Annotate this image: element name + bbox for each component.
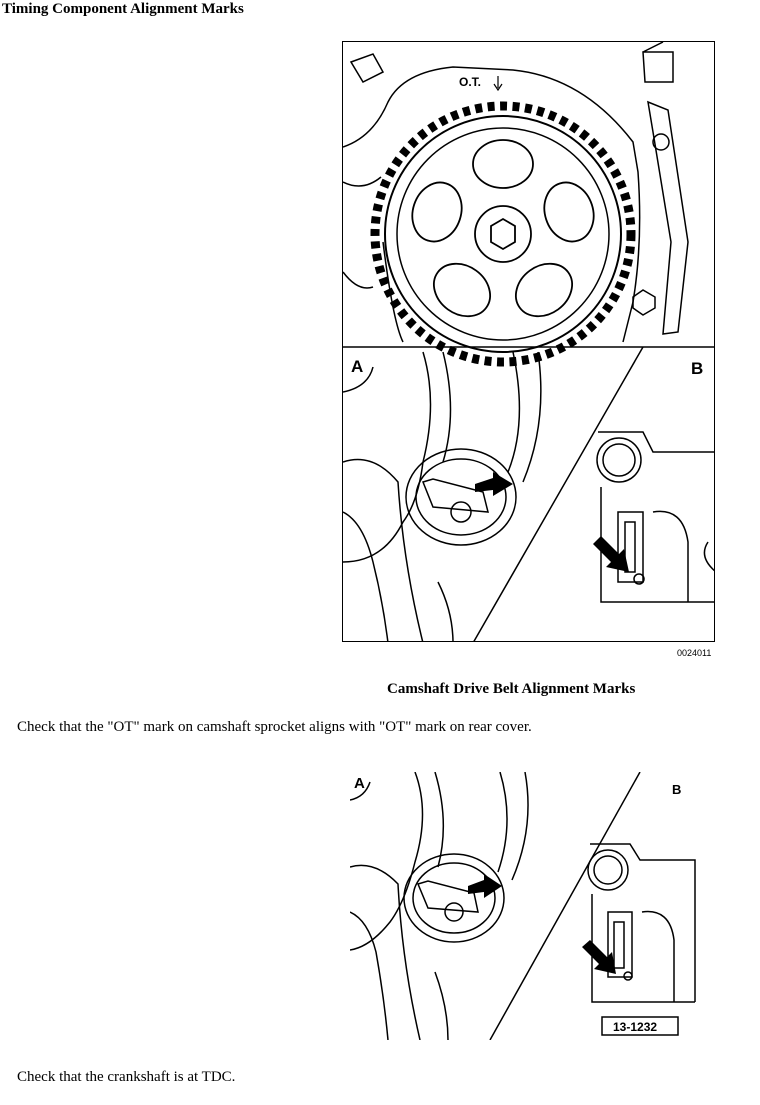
instruction-paragraph-2: Check that the crankshaft is at TDC.: [17, 1069, 236, 1085]
alignment-arrow-icon: [475, 472, 513, 496]
panel-b-label: B: [691, 359, 703, 378]
figure2-code-box: [601, 1016, 679, 1036]
figure2-drawing: A B 13-1232: [350, 772, 696, 1040]
timing-pointer-arrow-icon: [593, 536, 629, 572]
panel-split-line: [473, 346, 644, 641]
instruction-paragraph-1: Check that the "OT" mark on camshaft spr…: [17, 719, 532, 735]
figure-caption: Camshaft Drive Belt Alignment Marks: [387, 681, 636, 697]
camshaft-sprocket: [370, 101, 636, 367]
alignment-arrow-icon: [468, 874, 502, 898]
panel-b-drawing: [596, 431, 714, 603]
camshaft-sprocket-figure: O.T. A: [342, 41, 715, 642]
panel-a-label: A: [354, 775, 365, 792]
panel-a-label: A: [351, 357, 363, 376]
crankshaft-tdc-figure: A B 13-1232: [350, 772, 700, 1040]
panel-a-drawing: [350, 772, 529, 1040]
panel-b-drawing: [587, 843, 696, 1003]
panel-split-line: [489, 772, 641, 1040]
figure1-drawing: O.T. A: [343, 42, 714, 641]
sprocket-bolt: [490, 217, 516, 251]
timing-pointer-arrow-icon: [582, 940, 616, 974]
page-title: Timing Component Alignment Marks: [2, 1, 244, 17]
figure2-code: 13-1232: [613, 1020, 657, 1034]
ot-mark-label: O.T.: [459, 75, 481, 89]
panel-a-drawing: [343, 351, 542, 641]
down-arrow-icon: [493, 76, 503, 92]
sprocket-windows: [411, 139, 595, 318]
figure1-code: 0024011: [677, 648, 712, 658]
panel-b-label: B: [672, 782, 681, 797]
